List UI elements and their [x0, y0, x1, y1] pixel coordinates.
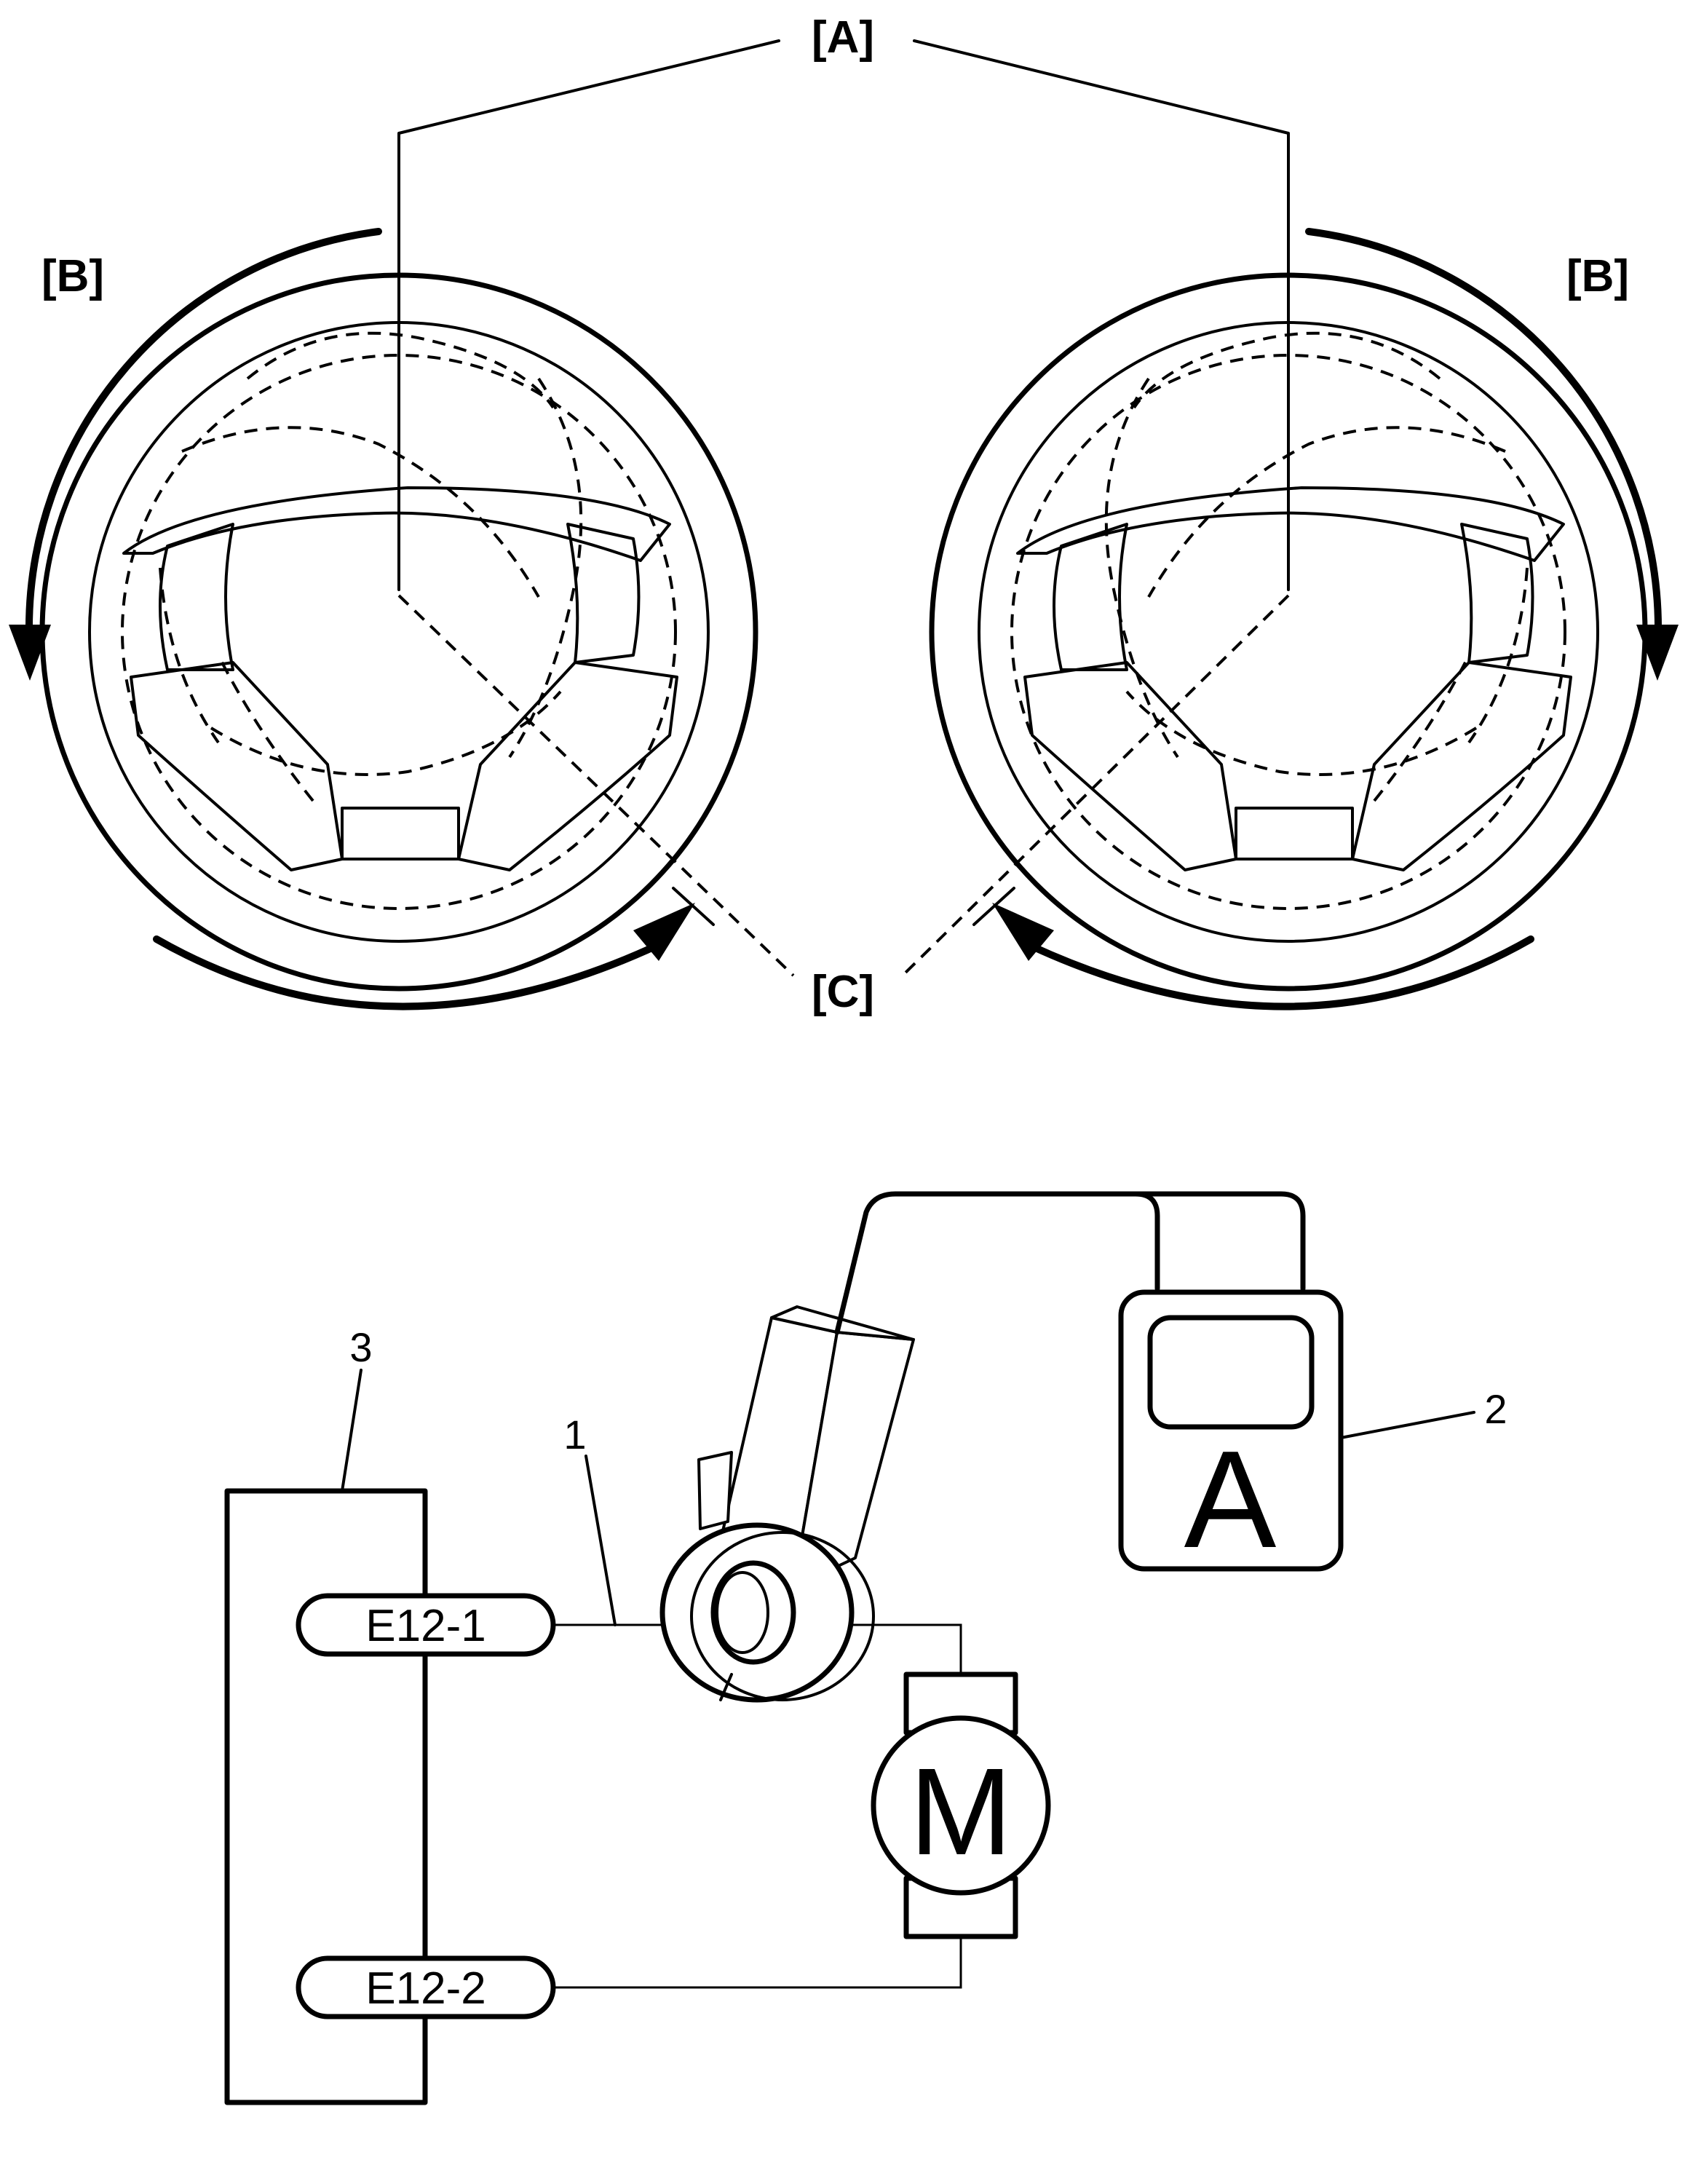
label-b-right: [B] — [1566, 251, 1629, 301]
callout-2-leader — [1339, 1411, 1475, 1439]
label-a: [A] — [812, 12, 874, 63]
callout-1: 1 — [563, 1412, 586, 1457]
label-b-left: [B] — [41, 251, 104, 301]
clamp-probe — [659, 1305, 915, 1703]
reference-mark-right — [972, 887, 1015, 926]
control-module — [224, 1488, 428, 2105]
reference-mark-left — [672, 887, 715, 926]
wheel-rotated-outline — [1010, 354, 1566, 910]
wheel-lower-left-spoke — [130, 661, 344, 871]
wheel-inner-rim — [88, 321, 710, 943]
callout-3-leader — [341, 1369, 362, 1492]
arrow-head-b-right — [1636, 625, 1679, 681]
terminal-e12-2-label: E12-2 — [365, 1963, 486, 2014]
callout-1-leader — [585, 1455, 617, 1626]
wheel-top-pad — [122, 486, 671, 562]
steering-wheel-left — [9, 228, 758, 1010]
rotation-arrow-b-right — [1305, 228, 1663, 637]
callout-2: 2 — [1484, 1386, 1507, 1432]
label-a-leader-lines — [397, 39, 1290, 591]
label-c-leader-lines — [397, 594, 1290, 977]
motor: M — [871, 1671, 1051, 1939]
wheel-lower-right-spoke — [457, 661, 678, 871]
probe-cable — [834, 1191, 1306, 1335]
turn-arrow-right — [1029, 935, 1534, 1010]
arrow-head-turn-left — [633, 903, 695, 961]
tester-symbol: A — [1184, 1423, 1277, 1577]
steering-wheel-right — [929, 228, 1679, 1010]
motor-symbol-circle — [871, 1715, 1051, 1896]
wheel-inner-rim — [978, 321, 1599, 943]
tester: A — [1118, 1289, 1344, 1577]
wheel-lower-right-spoke — [1351, 661, 1572, 871]
arrow-head-turn-right — [992, 903, 1054, 961]
terminal-e12-1-label: E12-1 — [365, 1601, 486, 1651]
wheel-top-pad — [1016, 486, 1565, 562]
turn-arrow-left — [153, 935, 659, 1010]
motor-symbol: M — [909, 1743, 1013, 1881]
terminal-e12-1: E12-1 — [296, 1593, 556, 1657]
arrow-head-b-left — [9, 625, 51, 681]
callout-3: 3 — [349, 1324, 372, 1370]
wheel-lower-left-spoke — [1023, 661, 1237, 871]
terminal-e12-2: E12-2 — [296, 1955, 556, 2019]
rotation-arrow-b-left — [25, 228, 382, 637]
tester-display — [1147, 1315, 1315, 1430]
label-c: [C] — [812, 967, 874, 1017]
wheel-rotated-outline — [121, 354, 677, 910]
